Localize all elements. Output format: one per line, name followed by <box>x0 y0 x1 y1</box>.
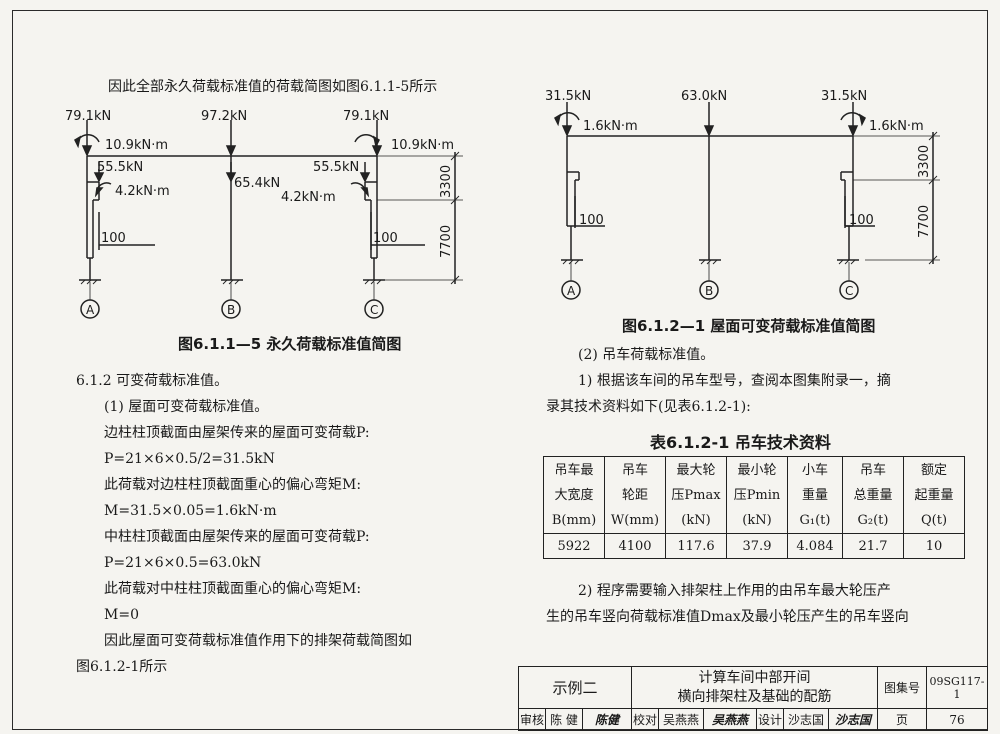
page-number: 76 <box>926 708 988 731</box>
table-cell: 4.084 <box>787 533 843 559</box>
a-top-load: 79.1kN <box>65 109 111 124</box>
drawing-title: 计算车间中部开间横向排架柱及基础的配筋 <box>631 666 878 709</box>
sub-heading-2: (2) 吊车荷载标准值。 <box>578 347 715 363</box>
table-row: 5922 4100 117.6 37.9 4.084 21.7 10 <box>543 533 965 559</box>
formula-line: P=21×6×0.5/2=31.5kN <box>104 451 275 467</box>
table-cell: 117.6 <box>665 533 727 559</box>
axis-b: B <box>227 303 235 317</box>
intro-text: 因此全部永久荷载标准值的荷载简图如图6.1.1-5所示 <box>108 79 438 95</box>
a-moment: 10.9kN·m <box>105 138 168 153</box>
table-header-cell: 最大轮压Pmax(kN) <box>665 456 727 534</box>
para2-line2: 生的吊车竖向荷载标准值Dmax及最小轮压产生的吊车竖向 <box>546 609 909 625</box>
atlas-label: 图集号 <box>877 666 927 709</box>
r-a-top-load: 31.5kN <box>545 89 591 104</box>
check-label: 校对 <box>631 708 659 731</box>
a-offset: 100 <box>101 231 126 246</box>
axis-c: C <box>370 303 378 317</box>
text-line: 边柱柱顶截面由屋架传来的屋面可变荷载P: <box>104 425 370 441</box>
r-axis-b: B <box>705 284 713 298</box>
design-label: 设计 <box>756 708 784 731</box>
r-a-moment: 1.6kN·m <box>583 119 638 134</box>
figure-roof-variable-load: 31.5kN 1.6kN·m 63.0kN 31.5kN 1.6kN·m 100… <box>545 89 940 300</box>
r-dim-lower: 7700 <box>917 205 932 238</box>
table-title: 表6.1.2-1 吊车技术资料 <box>650 433 831 452</box>
checker-signature: 吴燕燕 <box>703 708 757 731</box>
r-b-top-load: 63.0kN <box>681 89 727 104</box>
b-top-load: 97.2kN <box>201 109 247 124</box>
text-line: 中柱柱顶截面由屋架传来的屋面可变荷载P: <box>104 529 370 545</box>
figure-permanent-load: 79.1kN 10.9kN·m 55.5kN 4.2kN·m 97.2kN 65… <box>65 109 463 319</box>
drawing-frame <box>12 10 988 730</box>
r-axis-a: A <box>567 284 576 298</box>
formula-line: P=21×6×0.5=63.0kN <box>104 555 262 571</box>
table-cell: 5922 <box>543 533 605 559</box>
text-line: 图6.1.2-1所示 <box>76 659 168 675</box>
para1-line2: 录其技术资料如下(见表6.1.2-1): <box>546 399 751 415</box>
text-line: 因此屋面可变荷载标准值作用下的排架荷载简图如 <box>104 633 412 649</box>
table-cell: 10 <box>903 533 965 559</box>
c-mid-load: 55.5kN <box>313 160 359 175</box>
atlas-number: 09SG117-1 <box>926 666 988 709</box>
formula-line: M=0 <box>104 607 139 623</box>
reviewer-name: 陈 健 <box>545 708 583 731</box>
formula-line: M=31.5×0.05=1.6kN·m <box>104 503 277 519</box>
r-a-offset: 100 <box>579 213 604 228</box>
table-cell: 37.9 <box>726 533 788 559</box>
figure2-caption: 图6.1.2—1 屋面可变荷载标准值简图 <box>622 317 876 335</box>
r-axis-c: C <box>845 284 853 298</box>
sub-heading-1: (1) 屋面可变荷载标准值。 <box>104 399 269 415</box>
dim-upper: 3300 <box>439 165 454 198</box>
b-mid-load: 65.4kN <box>234 176 280 191</box>
review-label: 审核 <box>518 708 546 731</box>
table-cell: 4100 <box>604 533 666 559</box>
a-mid-load: 55.5kN <box>97 160 143 175</box>
r-c-moment: 1.6kN·m <box>869 119 924 134</box>
table-cell: 21.7 <box>842 533 904 559</box>
checker-name: 吴燕燕 <box>658 708 704 731</box>
c-moment: 10.9kN·m <box>391 138 454 153</box>
para2-line1: 2) 程序需要输入排架柱上作用的由吊车最大轮压产 <box>578 583 891 599</box>
title-block: 示例二 计算车间中部开间横向排架柱及基础的配筋 图集号 09SG117-1 审核… <box>518 666 988 731</box>
c-mid-moment: 4.2kN·m <box>281 190 336 205</box>
c-offset: 100 <box>373 231 398 246</box>
table-header-cell: 最小轮压Pmin(kN) <box>726 456 788 534</box>
example-label: 示例二 <box>518 666 632 709</box>
designer-name: 沙志国 <box>783 708 829 731</box>
reviewer-signature: 陈健 <box>582 708 632 731</box>
axis-a: A <box>86 303 95 317</box>
r-dim-upper: 3300 <box>917 145 932 178</box>
para1-line1: 1) 根据该车间的吊车型号，查阅本图集附录一，摘 <box>578 373 891 389</box>
r-c-offset: 100 <box>849 213 874 228</box>
text-line: 此荷载对边柱柱顶截面重心的偏心弯矩M: <box>104 477 362 493</box>
r-c-top-load: 31.5kN <box>821 89 867 104</box>
a-mid-moment: 4.2kN·m <box>115 184 170 199</box>
text-line: 此荷载对中柱柱顶截面重心的偏心弯矩M: <box>104 581 362 597</box>
c-top-load: 79.1kN <box>343 109 389 124</box>
dim-lower: 7700 <box>439 225 454 258</box>
page-label: 页 <box>877 708 927 731</box>
figure1-caption: 图6.1.1—5 永久荷载标准值简图 <box>178 335 402 353</box>
designer-signature: 沙志国 <box>828 708 878 731</box>
section-heading: 6.1.2 可变荷载标准值。 <box>76 373 229 389</box>
